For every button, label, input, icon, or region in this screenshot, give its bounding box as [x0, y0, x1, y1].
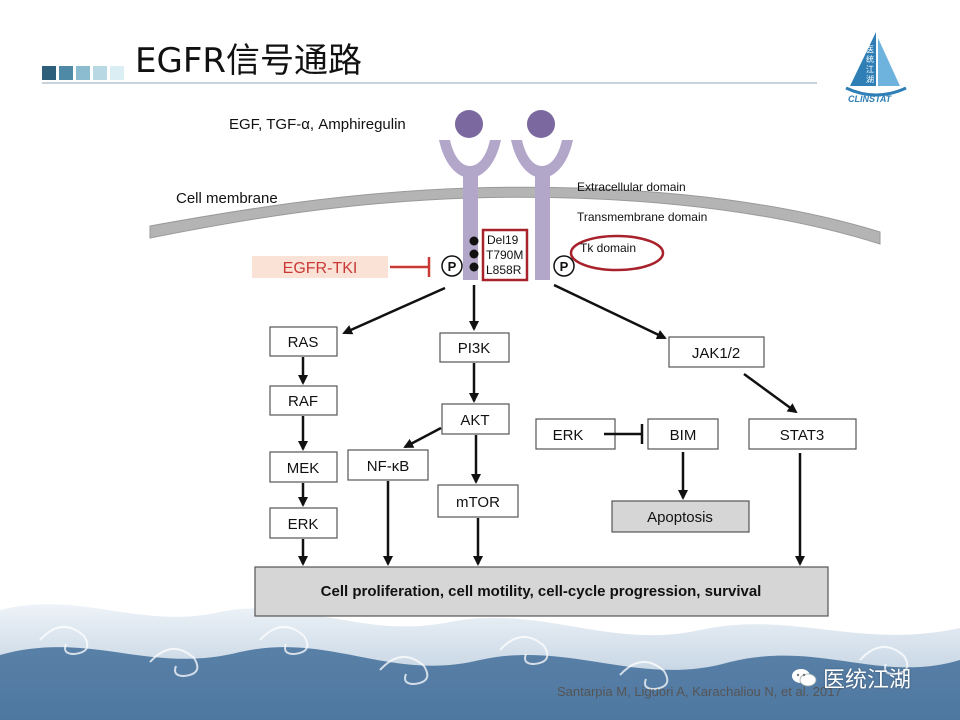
outcome-label: Cell proliferation, cell motility, cell-…: [321, 583, 762, 600]
node-jak: [668, 336, 765, 368]
outcome-box: [254, 566, 829, 617]
ligand-ball: [455, 110, 483, 138]
wave-swirl: [619, 661, 669, 691]
wave-band: [0, 647, 960, 720]
node-nfkb-label: NF-κB: [367, 458, 410, 475]
node-pi3k-label: PI3K: [458, 340, 491, 357]
arrow-receptor-jak: [553, 283, 667, 340]
logo-text: CLINSTAT: [848, 94, 893, 104]
node-erk-left-label: ERK: [288, 516, 319, 533]
node-mtor: [437, 484, 519, 518]
node-mek: [269, 451, 338, 483]
wave-swirl: [499, 636, 549, 666]
node-erk-mid-label: ERK: [553, 427, 584, 444]
node-stat3-label: STAT3: [780, 427, 824, 444]
watermark: 医统江湖: [791, 662, 911, 694]
node-jak-label: JAK1/2: [692, 345, 740, 362]
deco-square: [59, 66, 73, 80]
slide-title: EGFR信号通路: [135, 41, 363, 81]
node-akt-label: AKT: [460, 412, 489, 429]
mutation-t790m: T790M: [486, 248, 523, 262]
arrow-jak-stat3: [743, 372, 798, 414]
node-mtor-label: mTOR: [456, 494, 500, 511]
mutation-dot: [469, 262, 479, 272]
logo-glyph: 医: [866, 45, 874, 54]
tk-domain-highlight: [569, 234, 665, 272]
phospho-left-label: P: [448, 259, 457, 274]
logo-glyph: 江: [866, 65, 874, 74]
mutation-l858r: L858R: [486, 263, 522, 277]
logo-glyph: 湖: [866, 75, 874, 84]
citation: Santarpia M, Liguori A, Karachaliou N, e…: [557, 684, 842, 699]
mutation-dot: [469, 249, 479, 259]
transmembrane-domain-label: Transmembrane domain: [577, 210, 707, 224]
node-ras: [269, 326, 338, 357]
phospho-left: [441, 255, 463, 277]
watermark-text: 医统江湖: [823, 668, 912, 693]
node-stat3: [748, 418, 857, 450]
cell-membrane: [149, 186, 881, 245]
phospho-right: [553, 255, 575, 277]
wechat-icon: [792, 669, 817, 687]
node-raf-label: RAF: [288, 393, 318, 410]
ligands-label: EGF, TGF-α, Amphiregulin: [229, 116, 406, 133]
extracellular-domain-label: Extracellular domain: [577, 180, 686, 194]
mutation-box: [481, 228, 529, 282]
node-apoptosis: [611, 500, 750, 533]
phospho-right-label: P: [560, 259, 569, 274]
node-ras-label: RAS: [288, 334, 319, 351]
receptor-right-stalk: [535, 172, 550, 280]
node-pi3k: [439, 332, 510, 363]
ligand-ball: [527, 110, 555, 138]
node-apoptosis-label: Apoptosis: [647, 509, 713, 526]
membrane-label: Cell membrane: [176, 190, 278, 207]
deco-square: [110, 66, 124, 80]
title-divider: [42, 82, 817, 84]
deco-square: [76, 66, 90, 80]
tki-label-bg: [252, 256, 388, 278]
node-akt: [441, 403, 510, 435]
receptor-right: [511, 140, 573, 178]
node-erk-mid: [535, 418, 616, 450]
node-mek-label: MEK: [287, 460, 320, 477]
receptor-left: [439, 140, 501, 178]
tk-domain-label: Tk domain: [580, 241, 636, 255]
node-bim-label: BIM: [670, 427, 697, 444]
mutation-dot: [469, 236, 479, 246]
deco-square: [42, 66, 56, 80]
wave-swirl: [259, 626, 309, 656]
clinstat-logo-icon: 医 统 江 湖 CLINSTAT: [845, 32, 907, 104]
wave-swirl: [859, 646, 909, 676]
mutation-del19: Del19: [487, 233, 519, 247]
wave-swirl: [39, 626, 89, 656]
node-erk-left: [269, 507, 338, 539]
arrow-akt-nfkb: [403, 426, 442, 449]
node-bim: [647, 418, 719, 450]
wave-swirl: [149, 648, 199, 678]
arrow-receptor-ras: [342, 286, 446, 335]
logo-glyph: 统: [866, 54, 874, 64]
tki-label: EGFR-TKI: [283, 260, 358, 277]
wave-swirl: [379, 656, 429, 686]
deco-square: [93, 66, 107, 80]
node-raf: [269, 385, 338, 416]
node-nfkb: [347, 449, 429, 481]
